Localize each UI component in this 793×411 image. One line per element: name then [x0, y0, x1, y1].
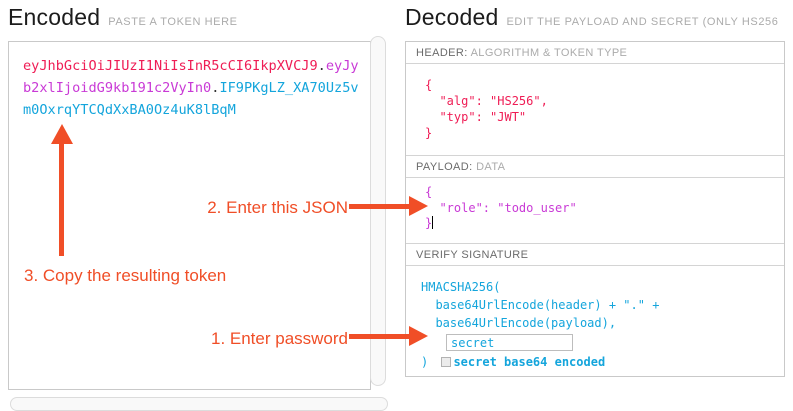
encoded-subtitle: PASTE A TOKEN HERE: [108, 16, 238, 28]
token-header-segment: eyJhbGciOiJIUzI1NiIsInR5cCI6IkpXVCJ9: [23, 58, 318, 74]
verify-signature-code: HMACSHA256( base64UrlEncode(header) + ".…: [406, 266, 784, 376]
vertical-scrollbar[interactable]: [370, 36, 386, 386]
code-line: }: [425, 216, 784, 232]
secret-input[interactable]: [446, 334, 573, 351]
decoded-header-json: { "alg": "HS256", "typ": "JWT" }: [406, 64, 784, 156]
encoded-token-textarea[interactable]: eyJhbGciOiJIUzI1NiIsInR5cCI6IkpXVCJ9.eyJ…: [8, 41, 371, 390]
decoded-panel: HEADER: ALGORITHM & TOKEN TYPE { "alg": …: [405, 41, 785, 377]
base64-encoded-checkbox[interactable]: [441, 357, 452, 367]
annotation-step1-label: 1. Enter password: [210, 329, 348, 348]
header-section-bar: HEADER: ALGORITHM & TOKEN TYPE: [406, 42, 784, 64]
token-separator-dot: .: [317, 58, 326, 74]
signature-section-label: VERIFY SIGNATURE: [416, 249, 529, 261]
code-line: HMACSHA256(: [421, 280, 501, 294]
annotation-step2-arrowhead-icon: [409, 196, 428, 216]
signature-section-bar: VERIFY SIGNATURE: [406, 244, 784, 266]
code-line: base64UrlEncode(header) + "." +: [421, 298, 660, 312]
code-line: {: [425, 78, 433, 92]
annotation-step3-arrowhead-icon: [51, 124, 73, 144]
encoded-token-text: eyJhbGciOiJIUzI1NiIsInR5cCI6IkpXVCJ9.eyJ…: [23, 55, 359, 121]
code-line-text: }: [425, 216, 433, 230]
close-paren: ): [421, 355, 436, 369]
annotation-step3-arrow-shaft: [59, 142, 64, 256]
header-section-sublabel: ALGORITHM & TOKEN TYPE: [470, 47, 628, 59]
header-section-label: HEADER:: [416, 47, 468, 59]
code-line: base64UrlEncode(payload),: [421, 316, 617, 330]
text-cursor: [432, 216, 434, 229]
annotation-step3-label: 3. Copy the resulting token: [24, 266, 227, 285]
annotation-step1-arrow-shaft: [349, 334, 410, 339]
code-line: "typ": "JWT": [425, 110, 527, 124]
horizontal-scrollbar[interactable]: [10, 397, 388, 411]
code-line: "role": "todo_user": [425, 200, 577, 215]
code-line: "alg": "HS256",: [425, 94, 548, 108]
code-line: {: [425, 185, 433, 199]
encoded-title: Encoded PASTE A TOKEN HERE: [8, 4, 238, 31]
decoded-payload-json-editor[interactable]: { "role": "todo_user" }: [406, 178, 784, 244]
annotation-step2-label: 2. Enter this JSON: [207, 198, 348, 217]
annotation-step1-arrowhead-icon: [409, 326, 428, 346]
payload-section-sublabel: DATA: [476, 161, 506, 173]
annotation-step2-arrow-shaft: [349, 204, 410, 209]
code-line: }: [425, 126, 433, 140]
token-payload-segment: eyJyb2xlIjoidG9kb191c2VyIn0: [23, 58, 359, 96]
payload-section-bar: PAYLOAD: DATA: [406, 156, 784, 178]
payload-section-label: PAYLOAD:: [416, 161, 473, 173]
token-separator-dot: .: [211, 80, 220, 96]
token-signature-segment: IF9PKgLZ_XA70Uz5vm0OxrqYTCQdXxBA0Oz4uK8l…: [23, 80, 359, 118]
base64-checkbox-row: ) secret base64 encoded: [421, 353, 784, 371]
base64-checkbox-label: secret base64 encoded: [453, 355, 606, 369]
encoded-title-text: Encoded: [8, 4, 101, 30]
decoded-title-text: Decoded: [405, 4, 499, 30]
